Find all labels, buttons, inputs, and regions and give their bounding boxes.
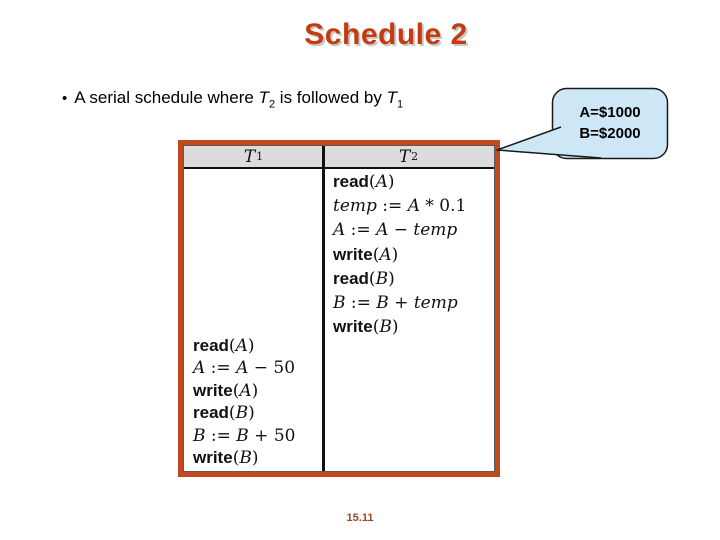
operation-line: write(B): [193, 448, 259, 469]
page-number: 15.11: [346, 512, 374, 524]
callout-line-b: B=$2000: [579, 125, 641, 142]
callout-text: A=$1000 B=$2000: [552, 88, 668, 158]
operation-line: write(B): [333, 317, 399, 338]
t2-operations: read(A) temp := A * 0.1 A := A − temp write…: [333, 170, 466, 339]
operation-line: read(B): [333, 268, 395, 289]
callout-bubble-shape: [496, 87, 669, 160]
column-divider: [322, 146, 325, 471]
slide-title: Schedule 2: [304, 18, 468, 51]
operation-line: read(A): [333, 172, 395, 192]
operation-line: temp := A * 0.1: [333, 196, 467, 217]
operation-line: B := B + temp: [333, 293, 458, 314]
operation-line: write(A): [193, 380, 259, 401]
operation-line: B := B + 50: [193, 425, 296, 446]
callout-line-a: A=$1000: [579, 104, 641, 121]
operation-line: write(A): [333, 244, 399, 265]
callout-values: A=$1000 B=$2000: [460, 80, 685, 175]
operation-line: A := A − temp: [333, 220, 458, 241]
operation-line: read(B): [193, 403, 255, 424]
bullet-line: • A serial schedule where T2 is followed …: [62, 88, 403, 110]
operation-line: read(A): [193, 336, 255, 356]
operation-line: A := A − 50: [193, 358, 296, 379]
bullet-marker: •: [62, 90, 68, 107]
bullet-text: A serial schedule where T2 is followed b…: [74, 88, 404, 111]
callout-tail: [496, 126, 602, 159]
